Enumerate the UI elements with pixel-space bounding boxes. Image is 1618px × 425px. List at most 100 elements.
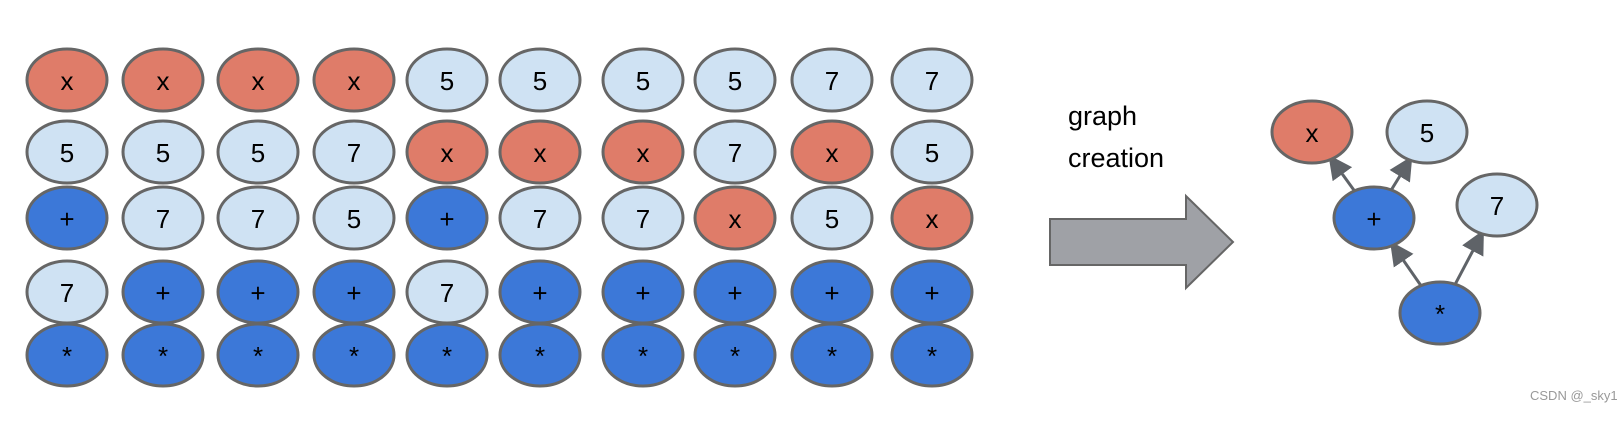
node-ellipse [498, 322, 582, 388]
node-label: + [250, 278, 265, 308]
grid-node: 7 [312, 119, 396, 185]
grid-node: + [312, 259, 396, 325]
graph-node-mul: * [1398, 280, 1482, 346]
grid-node: x [405, 119, 489, 185]
grid-node: x [693, 185, 777, 251]
node-ellipse [693, 47, 777, 113]
grid-node: x [498, 119, 582, 185]
grid-node: + [498, 259, 582, 325]
grid-node: 5 [790, 185, 874, 251]
grid-node: 7 [121, 185, 205, 251]
graph-nodes: x 5 +7 * [1270, 99, 1539, 346]
grid-node: x [890, 185, 974, 251]
grid-node: x [25, 47, 109, 113]
graph-node-plus: + [1332, 185, 1416, 251]
grid-node: x [312, 47, 396, 113]
grid-node: 7 [405, 259, 489, 325]
caption-line-1: graph [1068, 101, 1137, 131]
node-label: 7 [533, 204, 547, 234]
grid-node: 7 [890, 47, 974, 113]
grid-node: * [25, 322, 109, 388]
node-ellipse [312, 47, 396, 113]
node-ellipse [790, 119, 874, 185]
node-label: 5 [440, 66, 454, 96]
node-label: x [348, 66, 361, 96]
graph-node-7: 7 [1455, 172, 1539, 238]
node-label: x [534, 138, 547, 168]
node-ellipse [601, 119, 685, 185]
node-label: x [252, 66, 265, 96]
node-label: 5 [347, 204, 361, 234]
node-label: + [1366, 204, 1381, 234]
node-ellipse [890, 47, 974, 113]
graph-node-x: x [1270, 99, 1354, 165]
node-ellipse [25, 47, 109, 113]
node-ellipse [1385, 99, 1469, 165]
node-label: * [1435, 299, 1445, 329]
node-label: x [729, 204, 742, 234]
node-label: * [253, 341, 263, 371]
node-ellipse [1270, 99, 1354, 165]
caption-line-2: creation [1068, 143, 1164, 173]
node-label: + [59, 204, 74, 234]
grid-node: 5 [216, 119, 300, 185]
node-ellipse [25, 322, 109, 388]
right-arrow-icon [1049, 193, 1235, 291]
grid-node: 7 [601, 185, 685, 251]
grid-node: 5 [601, 47, 685, 113]
node-label: 5 [1420, 118, 1434, 148]
node-label: 7 [728, 138, 742, 168]
node-ellipse [405, 119, 489, 185]
grid-node: + [121, 259, 205, 325]
node-label: 7 [60, 278, 74, 308]
grid-node: * [121, 322, 205, 388]
node-label: x [441, 138, 454, 168]
node-ellipse [498, 185, 582, 251]
node-label: + [924, 278, 939, 308]
node-label: x [157, 66, 170, 96]
node-label: + [824, 278, 839, 308]
node-label: * [927, 341, 937, 371]
node-label: * [730, 341, 740, 371]
node-label: 5 [825, 204, 839, 234]
grid-node: 5 [312, 185, 396, 251]
node-ellipse [121, 119, 205, 185]
node-ellipse [1332, 185, 1416, 251]
node-label: * [349, 341, 359, 371]
node-label: + [635, 278, 650, 308]
node-ellipse [890, 185, 974, 251]
node-label: 5 [156, 138, 170, 168]
node-label: * [827, 341, 837, 371]
node-ellipse [312, 322, 396, 388]
watermark: CSDN @_sky123_ [1530, 388, 1618, 403]
node-ellipse [121, 185, 205, 251]
node-ellipse [693, 322, 777, 388]
node-ellipse [498, 119, 582, 185]
node-label: 7 [347, 138, 361, 168]
grid-node: * [405, 322, 489, 388]
node-label: 7 [825, 66, 839, 96]
graph-edge-mul-plus [1389, 240, 1425, 290]
node-ellipse [121, 47, 205, 113]
node-ellipse [790, 322, 874, 388]
node-ellipse [601, 47, 685, 113]
node-ellipse [312, 119, 396, 185]
grid-node: x [216, 47, 300, 113]
node-ellipse [1455, 172, 1539, 238]
node-label: * [62, 341, 72, 371]
node-label: + [346, 278, 361, 308]
grid-node: 5 [121, 119, 205, 185]
grid-node: 7 [25, 259, 109, 325]
grid-node: * [601, 322, 685, 388]
node-label: 5 [60, 138, 74, 168]
node-ellipse [1398, 280, 1482, 346]
grid-node: 7 [216, 185, 300, 251]
graph-edge-plus-x [1328, 154, 1358, 195]
node-label: * [535, 341, 545, 371]
graph-edges [1328, 154, 1484, 290]
grid-node: * [790, 322, 874, 388]
node-ellipse [216, 47, 300, 113]
node-ellipse [790, 47, 874, 113]
